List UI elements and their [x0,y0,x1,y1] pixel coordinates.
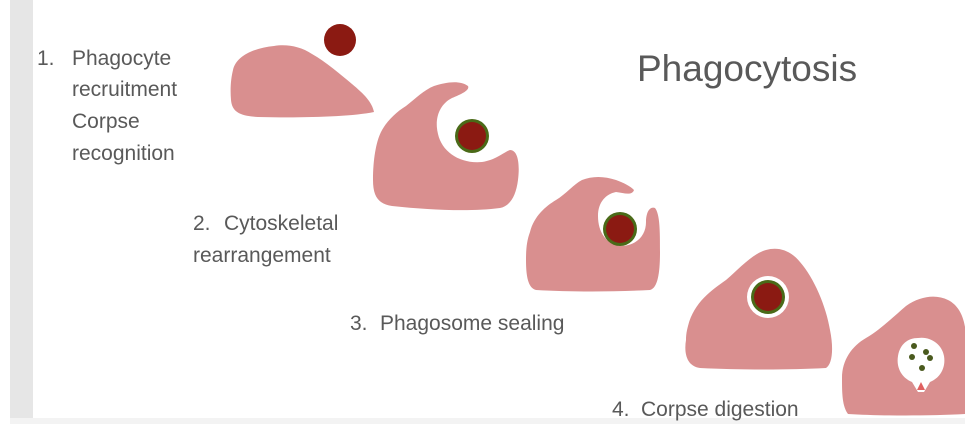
phagocyte-stage-2 [373,82,519,210]
debris-particle-3 [909,354,915,360]
phagocyte-stage-3 [526,177,660,292]
corpse-stage-4a [754,283,782,311]
corpse-stage-3 [606,215,634,243]
debris-particle-1 [911,343,917,349]
debris-particle-4 [927,355,933,361]
corpse-stage-2 [458,122,486,150]
corpse-stage-1 [324,24,356,56]
debris-particle-5 [919,365,925,371]
debris-particle-2 [923,349,929,355]
phagocyte-stage-1 [231,45,374,117]
